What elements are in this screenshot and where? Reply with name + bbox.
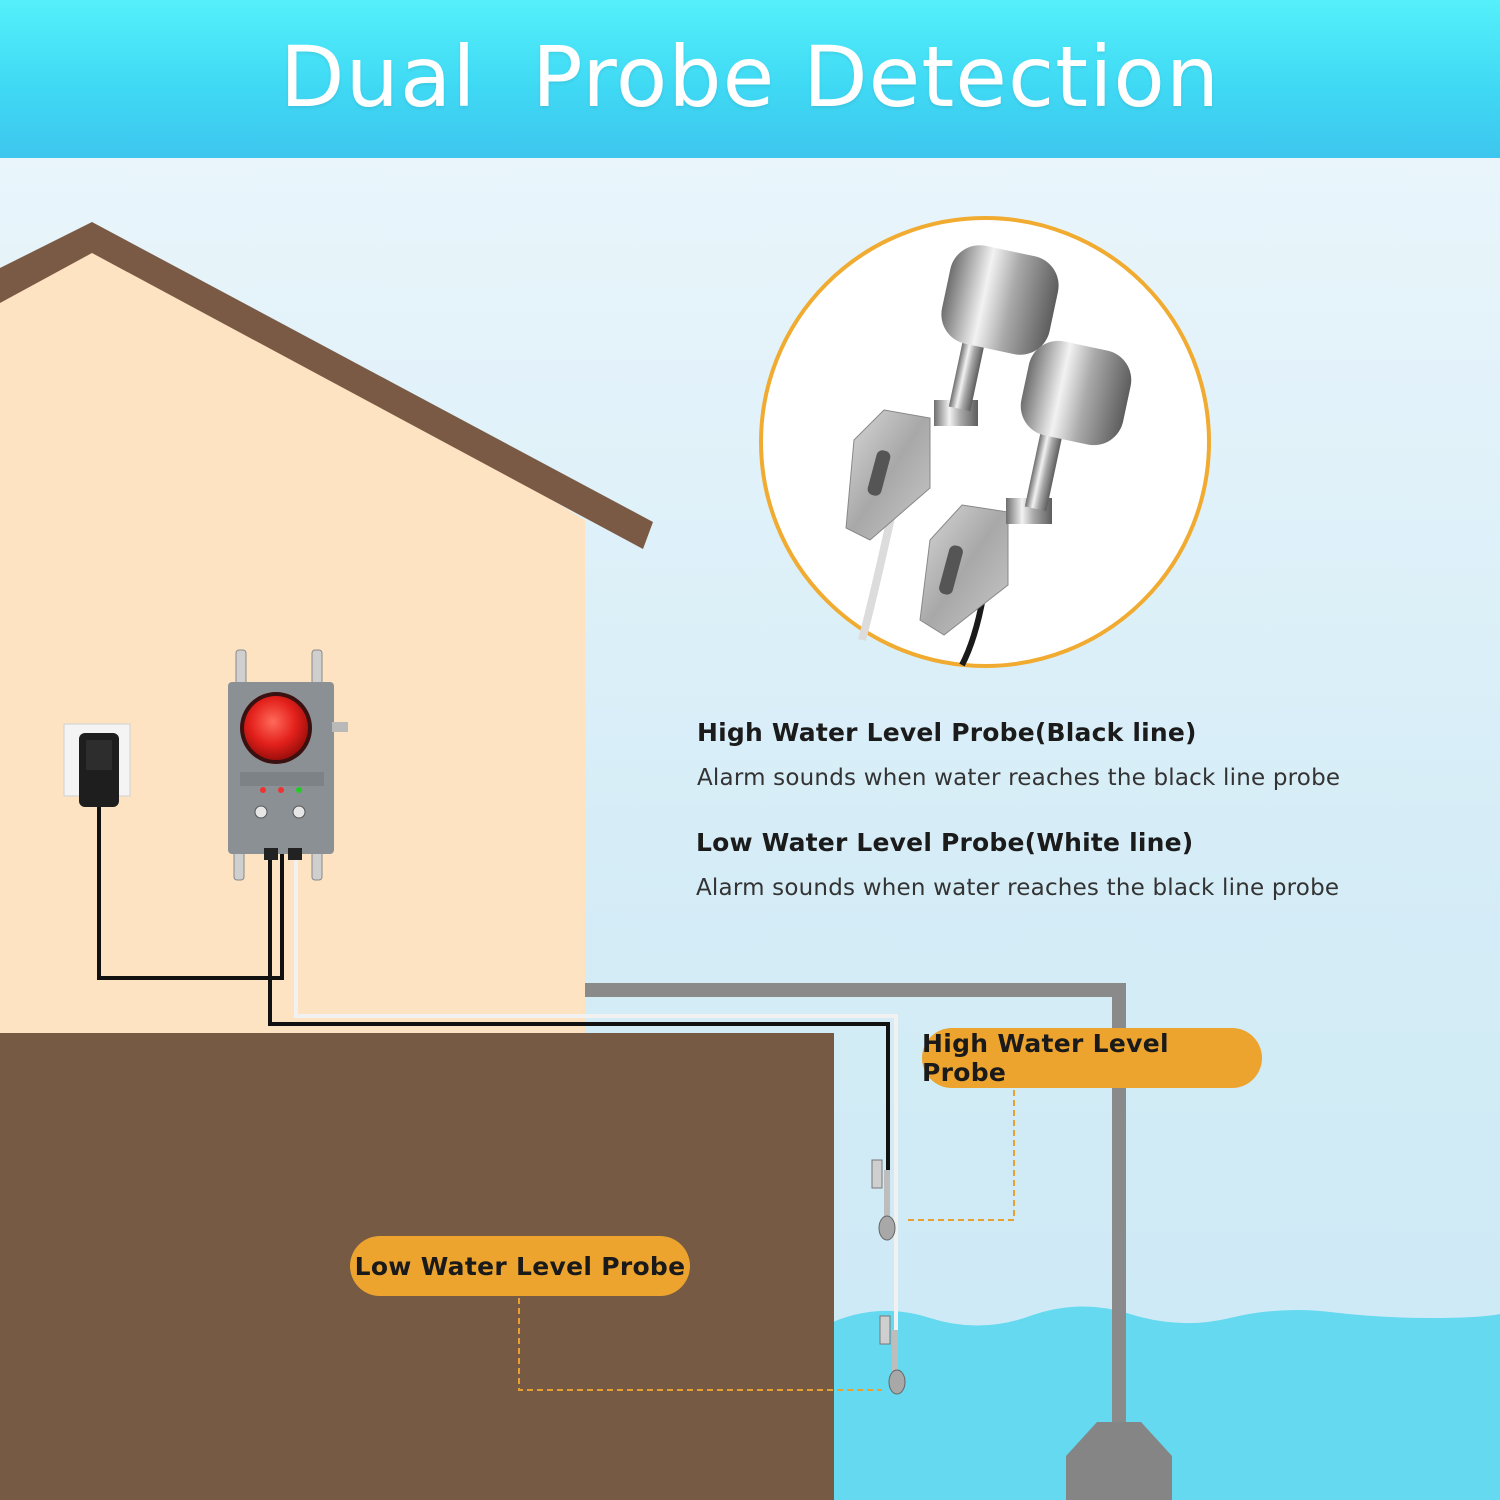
pipe-base <box>1066 1422 1172 1500</box>
water-area <box>833 1306 1500 1500</box>
low-probe-callout: Low Water Level Probe <box>350 1236 690 1296</box>
page-title: Dual Probe Detection <box>279 28 1221 126</box>
high-probe-callout: High Water Level Probe <box>922 1028 1262 1088</box>
low-leader-line <box>518 1298 882 1391</box>
power-cable <box>97 807 284 980</box>
low-probe-description: Alarm sounds when water reaches the blac… <box>696 875 1340 901</box>
white-probe-cable <box>294 850 898 1380</box>
black-probe-cable <box>268 850 890 1170</box>
high-probe-description: Alarm sounds when water reaches the blac… <box>697 765 1341 791</box>
high-probe-info: High Water Level Probe(Black line) Alarm… <box>697 718 1417 791</box>
house-roof <box>0 222 653 549</box>
high-leader-line <box>908 1090 1015 1221</box>
high-probe-small <box>871 1159 896 1241</box>
high-probe-title: High Water Level Probe(Black line) <box>697 718 1197 747</box>
title-banner: Dual Probe Detection <box>0 0 1500 158</box>
house-wall <box>0 222 585 1033</box>
low-probe-small <box>879 1315 906 1395</box>
low-probe-info: Low Water Level Probe(White line) Alarm … <box>696 828 1416 901</box>
alarm-controller <box>228 649 348 881</box>
mounting-pipe <box>585 983 1126 1430</box>
low-probe-title: Low Water Level Probe(White line) <box>696 828 1194 857</box>
probe-photo <box>759 216 1211 668</box>
